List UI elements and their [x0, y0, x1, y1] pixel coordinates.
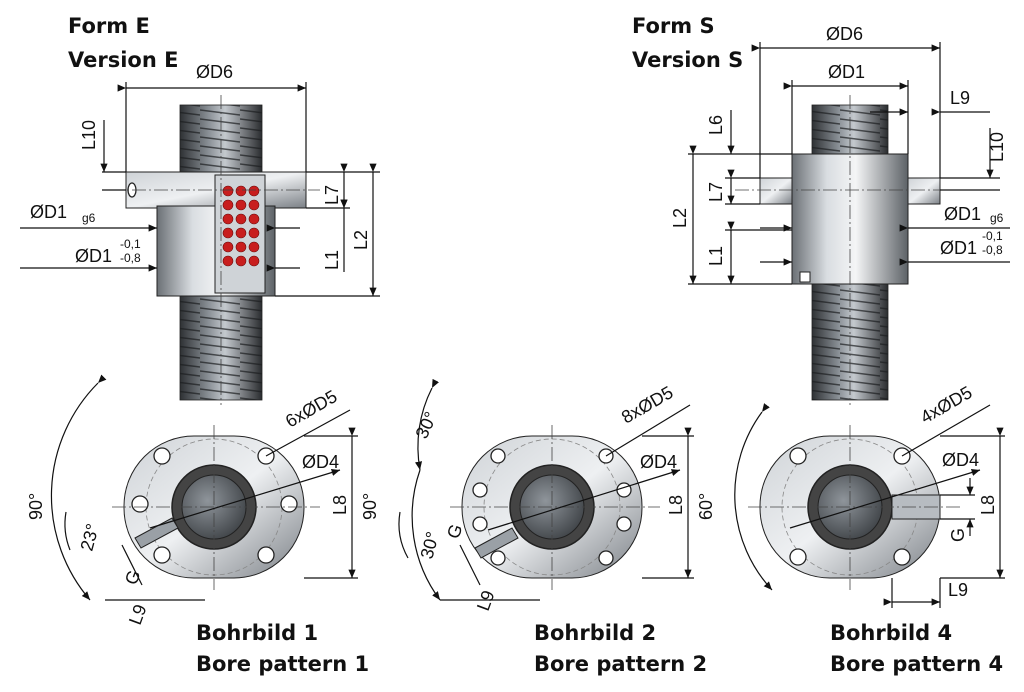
l8-label-4: L8 [978, 495, 998, 515]
dim-d1-g6-sub-s: g6 [990, 211, 1004, 225]
bore-pattern-4: 4xØD5 ØD4 L8 G 60° L9 [696, 382, 1005, 608]
dim-d1-g6-sub: g6 [82, 211, 96, 225]
dim-l9-label-s: L9 [950, 88, 970, 108]
form-e-side-view: ØD6 L10 L7 L2 L1 ØD1 g6 ØD1 -0,1 -0,8 [20, 62, 380, 405]
bolt-holes [472, 448, 632, 566]
angle-60-label-4: 60° [696, 493, 716, 520]
flange-right [907, 177, 941, 205]
form-e-heading: Form E [68, 14, 150, 38]
dim-l6-label-s: L6 [706, 115, 726, 135]
d4-label-2: ØD4 [640, 452, 677, 472]
tol-lower-e: -0,8 [120, 251, 141, 265]
d4-label-4: ØD4 [942, 450, 979, 470]
dim-l1-label-s: L1 [706, 246, 726, 266]
g-label-2: G [443, 521, 467, 541]
dim-d1-tol-label: ØD1 [75, 246, 112, 266]
l8-label-2: L8 [666, 495, 686, 515]
l9-label-1: L9 [125, 602, 151, 628]
dim-l10-label-s: L10 [987, 132, 1007, 162]
tol-lower-s: -0,8 [982, 243, 1003, 257]
angle-90-label-2: 90° [360, 493, 380, 520]
tol-upper-s: -0,1 [982, 229, 1003, 243]
version-e-heading: Version E [68, 48, 178, 72]
caption-bore-pattern-1: Bore pattern 1 [196, 652, 369, 676]
bore-pattern-1: 6xØD5 ØD4 L8 90° 23° G L9 [26, 374, 358, 628]
tol-upper-e: -0,1 [120, 237, 141, 251]
l9-label-4: L9 [948, 580, 968, 600]
dim-d1-g6-label-s: ØD1 [944, 204, 981, 224]
l9-label-2: L9 [473, 588, 499, 614]
angle-30-small-label-2: 30° [417, 530, 443, 561]
caption-bore-pattern-4: Bore pattern 4 [830, 652, 1003, 676]
bore-pattern-2: 8xØD5 ØD4 L8 30° 90° 30° G L9 [360, 378, 694, 614]
version-s-heading: Version S [632, 48, 743, 72]
l8-label-1: L8 [330, 495, 350, 515]
caption-bohrbild-4: Bohrbild 4 [830, 621, 952, 645]
ball-recirculation [222, 185, 260, 267]
angle-90-label-1: 90° [26, 493, 46, 520]
bolt-holes [789, 447, 911, 566]
g-label-1: G [121, 567, 145, 587]
caption-bore-pattern-2: Bore pattern 2 [534, 652, 707, 676]
form-s-side-view: ØD6 ØD1 L9 L10 L6 L7 L2 L1 ØD1 g6 [670, 24, 1010, 405]
dim-d1-tol-label-s: ØD1 [940, 238, 977, 258]
dim-l7-label-s: L7 [706, 182, 726, 202]
holes-label-2: 8xØD5 [618, 382, 677, 427]
dim-d6-label-s: ØD6 [826, 24, 863, 44]
bolt-holes [131, 447, 298, 564]
angle-30-top-label-2: 30° [411, 409, 441, 442]
holes-label-1: 6xØD5 [282, 386, 341, 431]
flange-left [759, 177, 793, 205]
dim-l10-label: L10 [79, 120, 99, 150]
g-label-4: G [948, 528, 968, 542]
dim-d1-top-label-s: ØD1 [828, 62, 865, 82]
holes-label-4: 4xØD5 [917, 382, 976, 427]
angle-23-label-1: 23° [77, 522, 103, 553]
caption-bohrbild-2: Bohrbild 2 [534, 621, 656, 645]
dim-l2-label: L2 [351, 230, 371, 250]
caption-bohrbild-1: Bohrbild 1 [196, 621, 318, 645]
dim-l1-label: L1 [322, 250, 342, 270]
dim-l7-label: L7 [322, 185, 342, 205]
dim-d1-g6-label: ØD1 [30, 202, 67, 222]
form-s-heading: Form S [632, 14, 715, 38]
dim-l2-label-s: L2 [670, 208, 690, 228]
dim-d6-label: ØD6 [196, 62, 233, 82]
d4-label-1: ØD4 [302, 452, 339, 472]
